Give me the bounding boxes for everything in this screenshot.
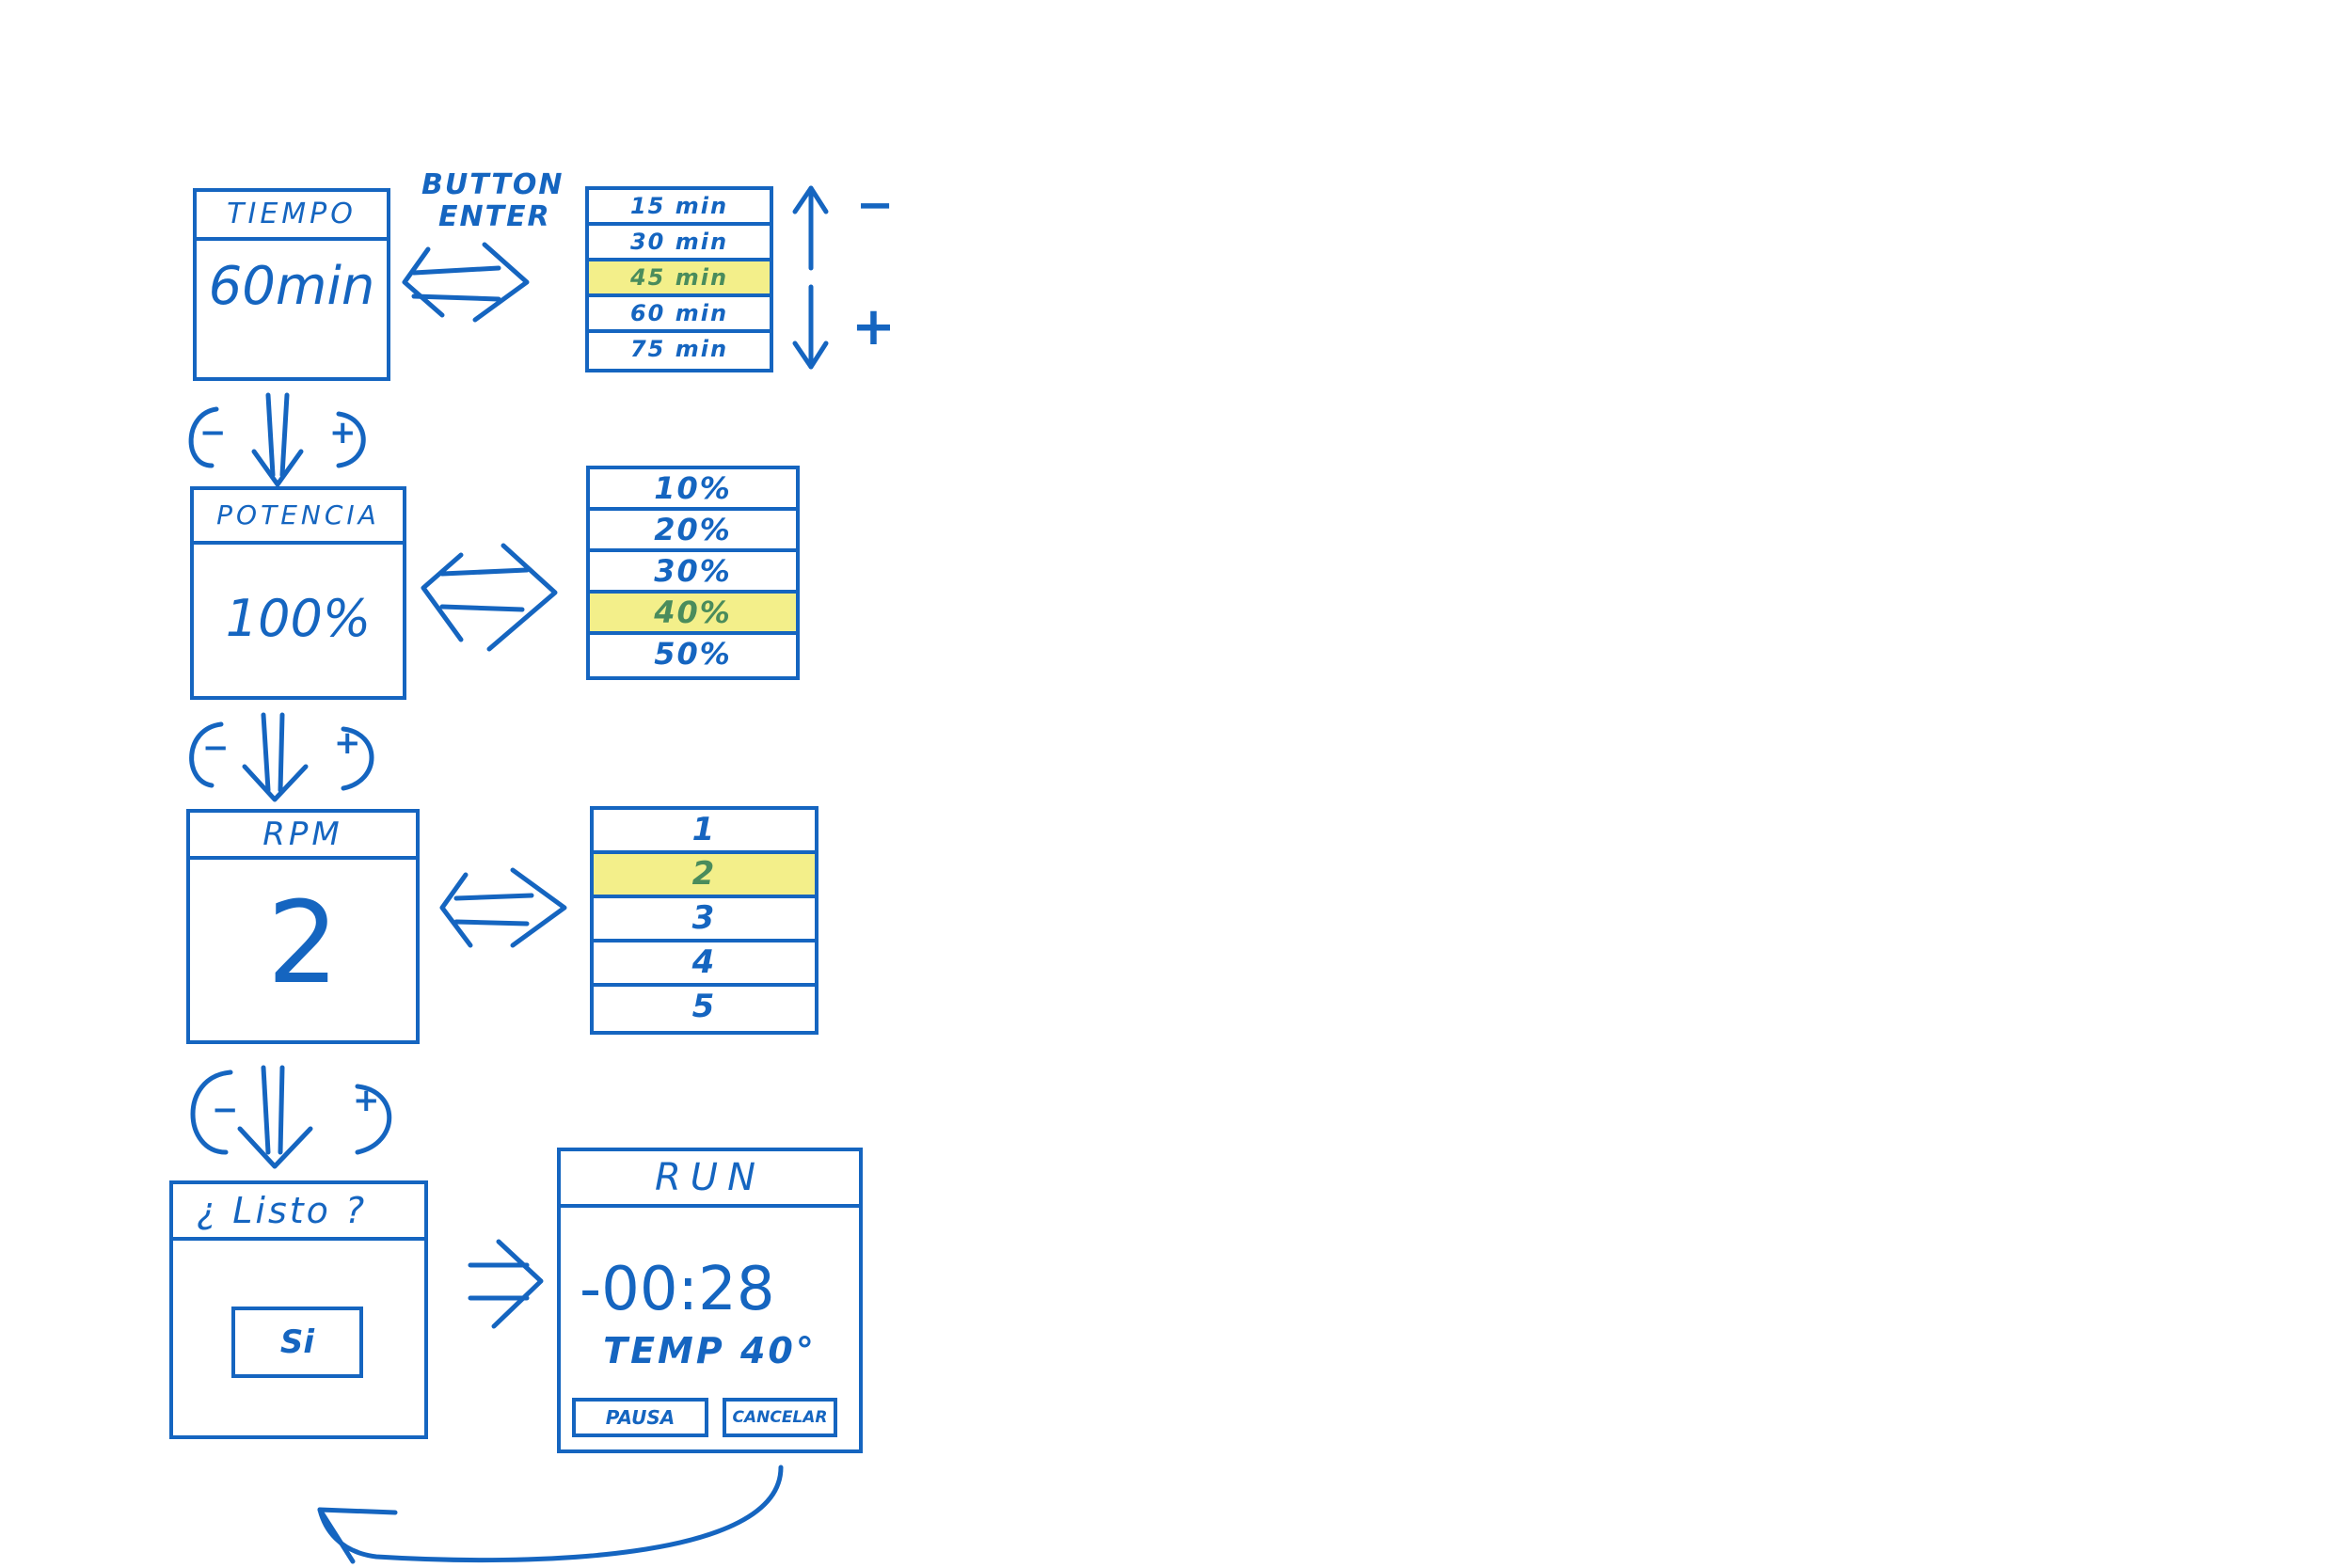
note-line-2: ENTER (438, 200, 551, 233)
list-item-potencia[interactable]: 50% (654, 636, 732, 672)
arrow-listo-to-run (468, 1239, 544, 1329)
screen-listo: ¿ Listo ? Si (169, 1180, 428, 1439)
cycle-plus-1: + (329, 414, 358, 451)
double-arrow-rpm (439, 867, 567, 948)
screen-potencia: POTENCIA 100% (190, 486, 406, 700)
screen-value-potencia: 100% (225, 589, 372, 648)
list-item-potencia[interactable]: 10% (590, 469, 796, 511)
cycle-minus-2: − (202, 729, 231, 767)
minus-label: − (856, 179, 897, 231)
list-item-rpm[interactable]: 5 (691, 988, 717, 1025)
screen-tiempo: TIEMPO 60min (193, 188, 390, 381)
run-timer: -00:28 (580, 1255, 775, 1324)
screen-rpm: RPM 2 (186, 809, 420, 1044)
list-item-rpm[interactable]: 2 (594, 854, 815, 898)
list-item-potencia[interactable]: 30% (590, 552, 796, 594)
screen-value-rpm: 2 (266, 879, 340, 1009)
down-arrow (792, 284, 829, 370)
screen-title-rpm: RPM (190, 813, 416, 860)
cycle-arrows-2 (189, 712, 374, 802)
list-item-tiempo[interactable]: 15 min (589, 190, 770, 226)
double-arrow-tiempo (402, 242, 530, 323)
up-arrow (792, 185, 829, 271)
list-item-rpm[interactable]: 3 (594, 898, 815, 942)
list-item-tiempo[interactable]: 75 min (629, 336, 729, 362)
note-line-1: BUTTON (421, 168, 564, 201)
list-item-rpm[interactable]: 1 (594, 810, 815, 854)
cycle-plus-3: + (353, 1082, 382, 1119)
screen-title-run: RUN (561, 1151, 859, 1208)
list-item-tiempo[interactable]: 45 min (589, 261, 770, 297)
list-item-rpm[interactable]: 4 (594, 942, 815, 987)
list-potencia: 10%20%30%40%50% (586, 466, 800, 680)
pause-button[interactable]: PAUSA (572, 1398, 708, 1437)
plus-label: + (851, 296, 898, 357)
return-arrow (317, 1465, 784, 1564)
cycle-arrows-1 (188, 392, 366, 487)
double-arrow-potencia (421, 543, 558, 652)
screen-title-potencia: POTENCIA (194, 490, 403, 545)
cancel-button[interactable]: CANCELAR (723, 1398, 837, 1437)
list-item-potencia[interactable]: 20% (590, 511, 796, 552)
screen-title-listo: ¿ Listo ? (173, 1184, 424, 1241)
list-item-tiempo[interactable]: 60 min (589, 297, 770, 333)
list-item-tiempo[interactable]: 30 min (589, 226, 770, 261)
cycle-minus-3: − (212, 1091, 241, 1129)
cycle-plus-2: + (334, 724, 363, 762)
screen-title-tiempo: TIEMPO (197, 192, 387, 241)
screen-run: RUN -00:28 TEMP 40° PAUSA CANCELAR (557, 1148, 863, 1453)
run-temp: TEMP 40° (603, 1330, 817, 1371)
screen-value-tiempo: 60min (208, 256, 375, 317)
list-item-potencia[interactable]: 40% (590, 594, 796, 635)
button-enter-note: BUTTON ENTER (421, 169, 564, 233)
si-button[interactable]: Si (231, 1307, 363, 1378)
cycle-arrows-3 (190, 1065, 392, 1169)
cycle-minus-1: − (199, 414, 229, 451)
